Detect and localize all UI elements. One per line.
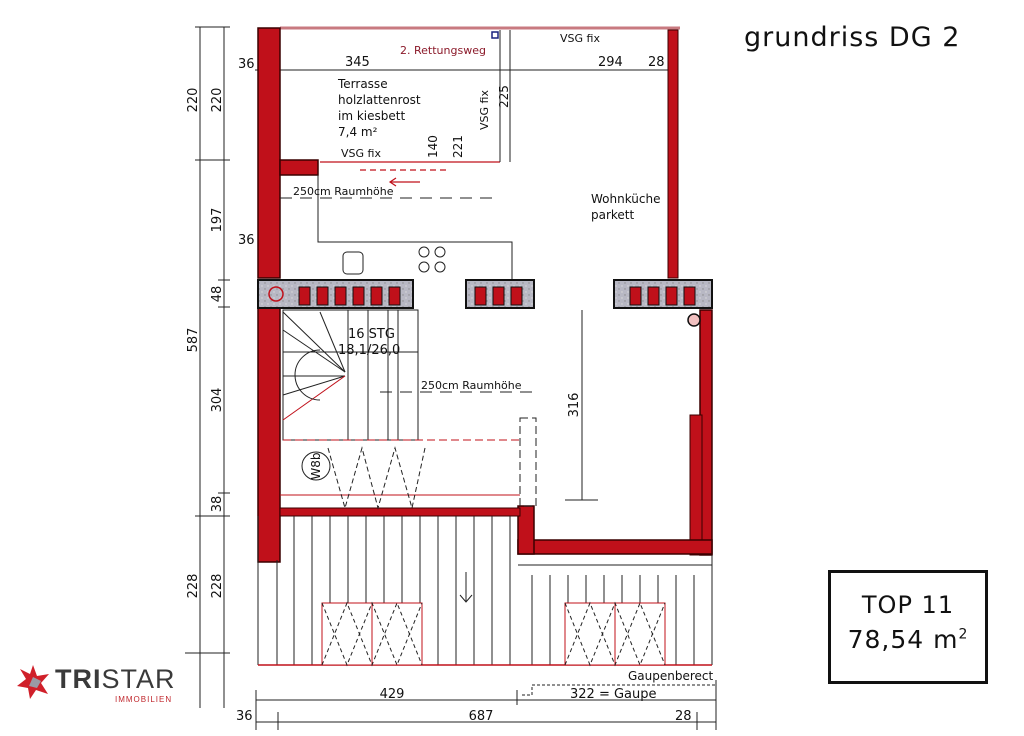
terrace-area: 7,4 m² xyxy=(338,125,378,139)
unit-area: 78,54 m2 xyxy=(831,625,985,654)
dormer-label: 322 = Gaupe xyxy=(570,687,657,702)
dim-left-inner-3: 48 xyxy=(210,286,225,303)
terrace-label-2: holzlattenrost xyxy=(338,93,421,107)
dim-left-outer-1: 220 xyxy=(186,88,201,113)
vsg-fix-terrace: VSG fix xyxy=(341,147,381,160)
terrace-label-3: im kiesbett xyxy=(338,109,405,123)
stairs-ratio: 18,1/26,0 xyxy=(338,343,400,358)
dim-left-inner-4: 304 xyxy=(210,388,225,413)
dim-left-inner-5: 38 xyxy=(210,496,225,513)
tristar-logo: TRISTAR IMMOBILIEN xyxy=(15,662,175,704)
dormer-windows xyxy=(321,602,666,666)
dim-living-316: 316 xyxy=(567,393,582,418)
dim-terrace-140: 140 xyxy=(426,135,440,158)
logo-brand-light: STAR xyxy=(101,664,176,694)
room-height-label-2: 250cm Raumhöhe xyxy=(421,379,522,392)
dim-left-inner-2: 197 xyxy=(210,208,225,233)
dim-top-28: 28 xyxy=(648,55,665,70)
dim-top-345: 345 xyxy=(345,55,370,70)
star-logo-icon xyxy=(17,665,49,699)
terrace-label-1: Terrasse xyxy=(337,77,388,91)
wall-left-lower xyxy=(257,306,281,563)
vsg-fix-top: VSG fix xyxy=(560,32,600,45)
dim-terrace-221: 221 xyxy=(451,135,465,158)
dim-left-inner-1: 220 xyxy=(210,88,225,113)
radiator-zone xyxy=(280,446,520,510)
kitchen-counter xyxy=(317,175,513,280)
left-dimensions xyxy=(185,26,230,708)
bottom-dimensions xyxy=(255,680,717,730)
logo-subtitle: IMMOBILIEN xyxy=(115,695,173,704)
living-room-label: Wohnküche xyxy=(591,192,661,206)
dormer-area-label: Gaupenberect xyxy=(628,669,714,683)
dim-left-outer-2: 587 xyxy=(186,328,201,353)
vsg-fix-vertical: VSG fix xyxy=(478,90,491,130)
unit-area-sup: 2 xyxy=(958,626,969,643)
logo-brand-bold: TRI xyxy=(55,664,102,694)
stairs-count: 16 STG xyxy=(348,327,395,342)
living-floor-label: parkett xyxy=(591,208,635,222)
wall-left-upper xyxy=(257,27,281,279)
dim-bottom-687: 687 xyxy=(469,709,494,724)
unit-area-value: 78,54 m xyxy=(847,625,959,654)
dim-left-outer-3: 228 xyxy=(186,574,201,599)
dim-top-294: 294 xyxy=(598,55,623,70)
heating-label: W8b xyxy=(309,452,323,479)
room-height-label-1: 250cm Raumhöhe xyxy=(293,185,394,198)
unit-name: TOP 11 xyxy=(861,591,955,619)
dim-bottom-36: 36 xyxy=(236,709,253,724)
logo-wordmark: TRISTAR xyxy=(55,664,176,695)
dim-terrace-225: 225 xyxy=(497,85,511,108)
dim-left-inner-6: 228 xyxy=(210,574,225,599)
dim-wall-top-1: 36 xyxy=(238,57,255,72)
chimney-blocks xyxy=(257,279,713,327)
dim-wall-top-2: 36 xyxy=(238,233,255,248)
unit-info-box: TOP 11 78,54 m2 xyxy=(828,570,988,684)
dim-bottom-429: 429 xyxy=(380,687,405,702)
plan-title: grundriss DG 2 xyxy=(744,22,961,53)
staircase xyxy=(282,309,520,441)
dim-bottom-28: 28 xyxy=(675,709,692,724)
escape-route-label: 2. Rettungsweg xyxy=(400,44,486,57)
